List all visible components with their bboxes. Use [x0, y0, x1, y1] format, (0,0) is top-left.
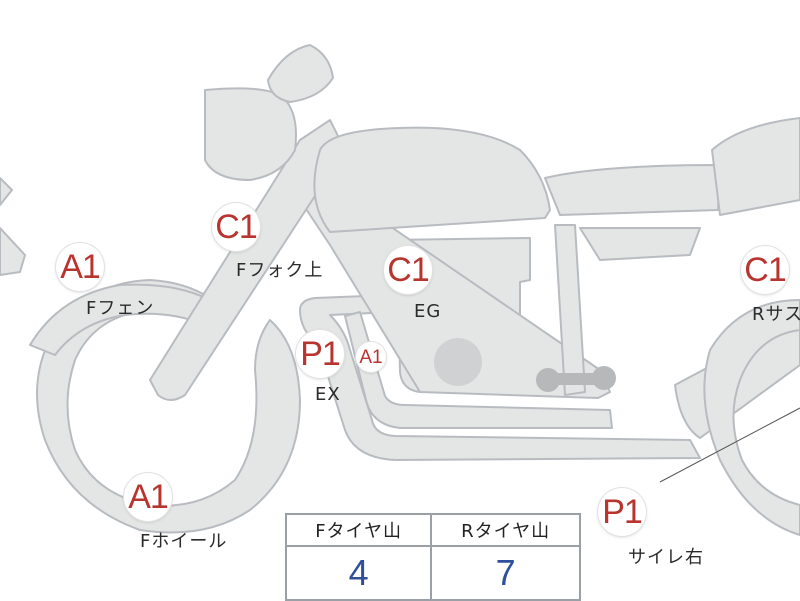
meter	[267, 44, 334, 103]
engine-cover	[434, 338, 482, 386]
label-rear-suspension: Rサス	[752, 304, 800, 325]
header-rear-tire-tread: Rタイヤ山	[430, 513, 581, 547]
badge-p1-exhaust: P1	[296, 330, 344, 378]
badge-c1-rear-suspension: C1	[741, 246, 789, 294]
silencer-leader-line	[659, 407, 800, 483]
value-rear-tire-tread: 7	[430, 545, 581, 601]
exhaust-pipe-2	[344, 311, 613, 429]
badge-p1-silencer: P1	[598, 488, 646, 536]
side-cover	[579, 227, 701, 261]
left-edge-shape	[0, 177, 13, 206]
value-front-tire-tread: 4	[284, 545, 433, 601]
badge-c1-front-fork: C1	[212, 203, 260, 251]
badge-a1-exhaust-small: A1	[356, 342, 386, 372]
label-front-wheel: Fホイール	[140, 531, 228, 552]
tire-tread-table: Fタイヤ山 Rタイヤ山 4 7	[284, 513, 581, 601]
badge-c1-engine: C1	[384, 246, 432, 294]
headlight	[204, 87, 297, 181]
frame-down	[554, 224, 586, 396]
badge-a1-front-wheel: A1	[124, 473, 172, 521]
left-edge-shape	[0, 227, 26, 276]
label-front-fender: Fフェン	[86, 298, 155, 319]
fuel-tank	[313, 126, 551, 233]
front-wheel	[36, 279, 301, 534]
label-silencer-right: サイレ右	[628, 547, 704, 568]
badge-a1-front-fender: A1	[56, 243, 104, 291]
label-front-fork-upper: Fフォク上	[236, 260, 324, 281]
label-exhaust: EX	[315, 384, 341, 405]
footpeg-bar	[548, 373, 604, 385]
front-fork	[149, 119, 346, 401]
label-engine: EG	[414, 301, 442, 322]
rear-fender	[711, 117, 800, 216]
rear-wheel	[703, 299, 800, 536]
header-front-tire-tread: Fタイヤ山	[284, 513, 433, 547]
seat	[544, 164, 721, 216]
